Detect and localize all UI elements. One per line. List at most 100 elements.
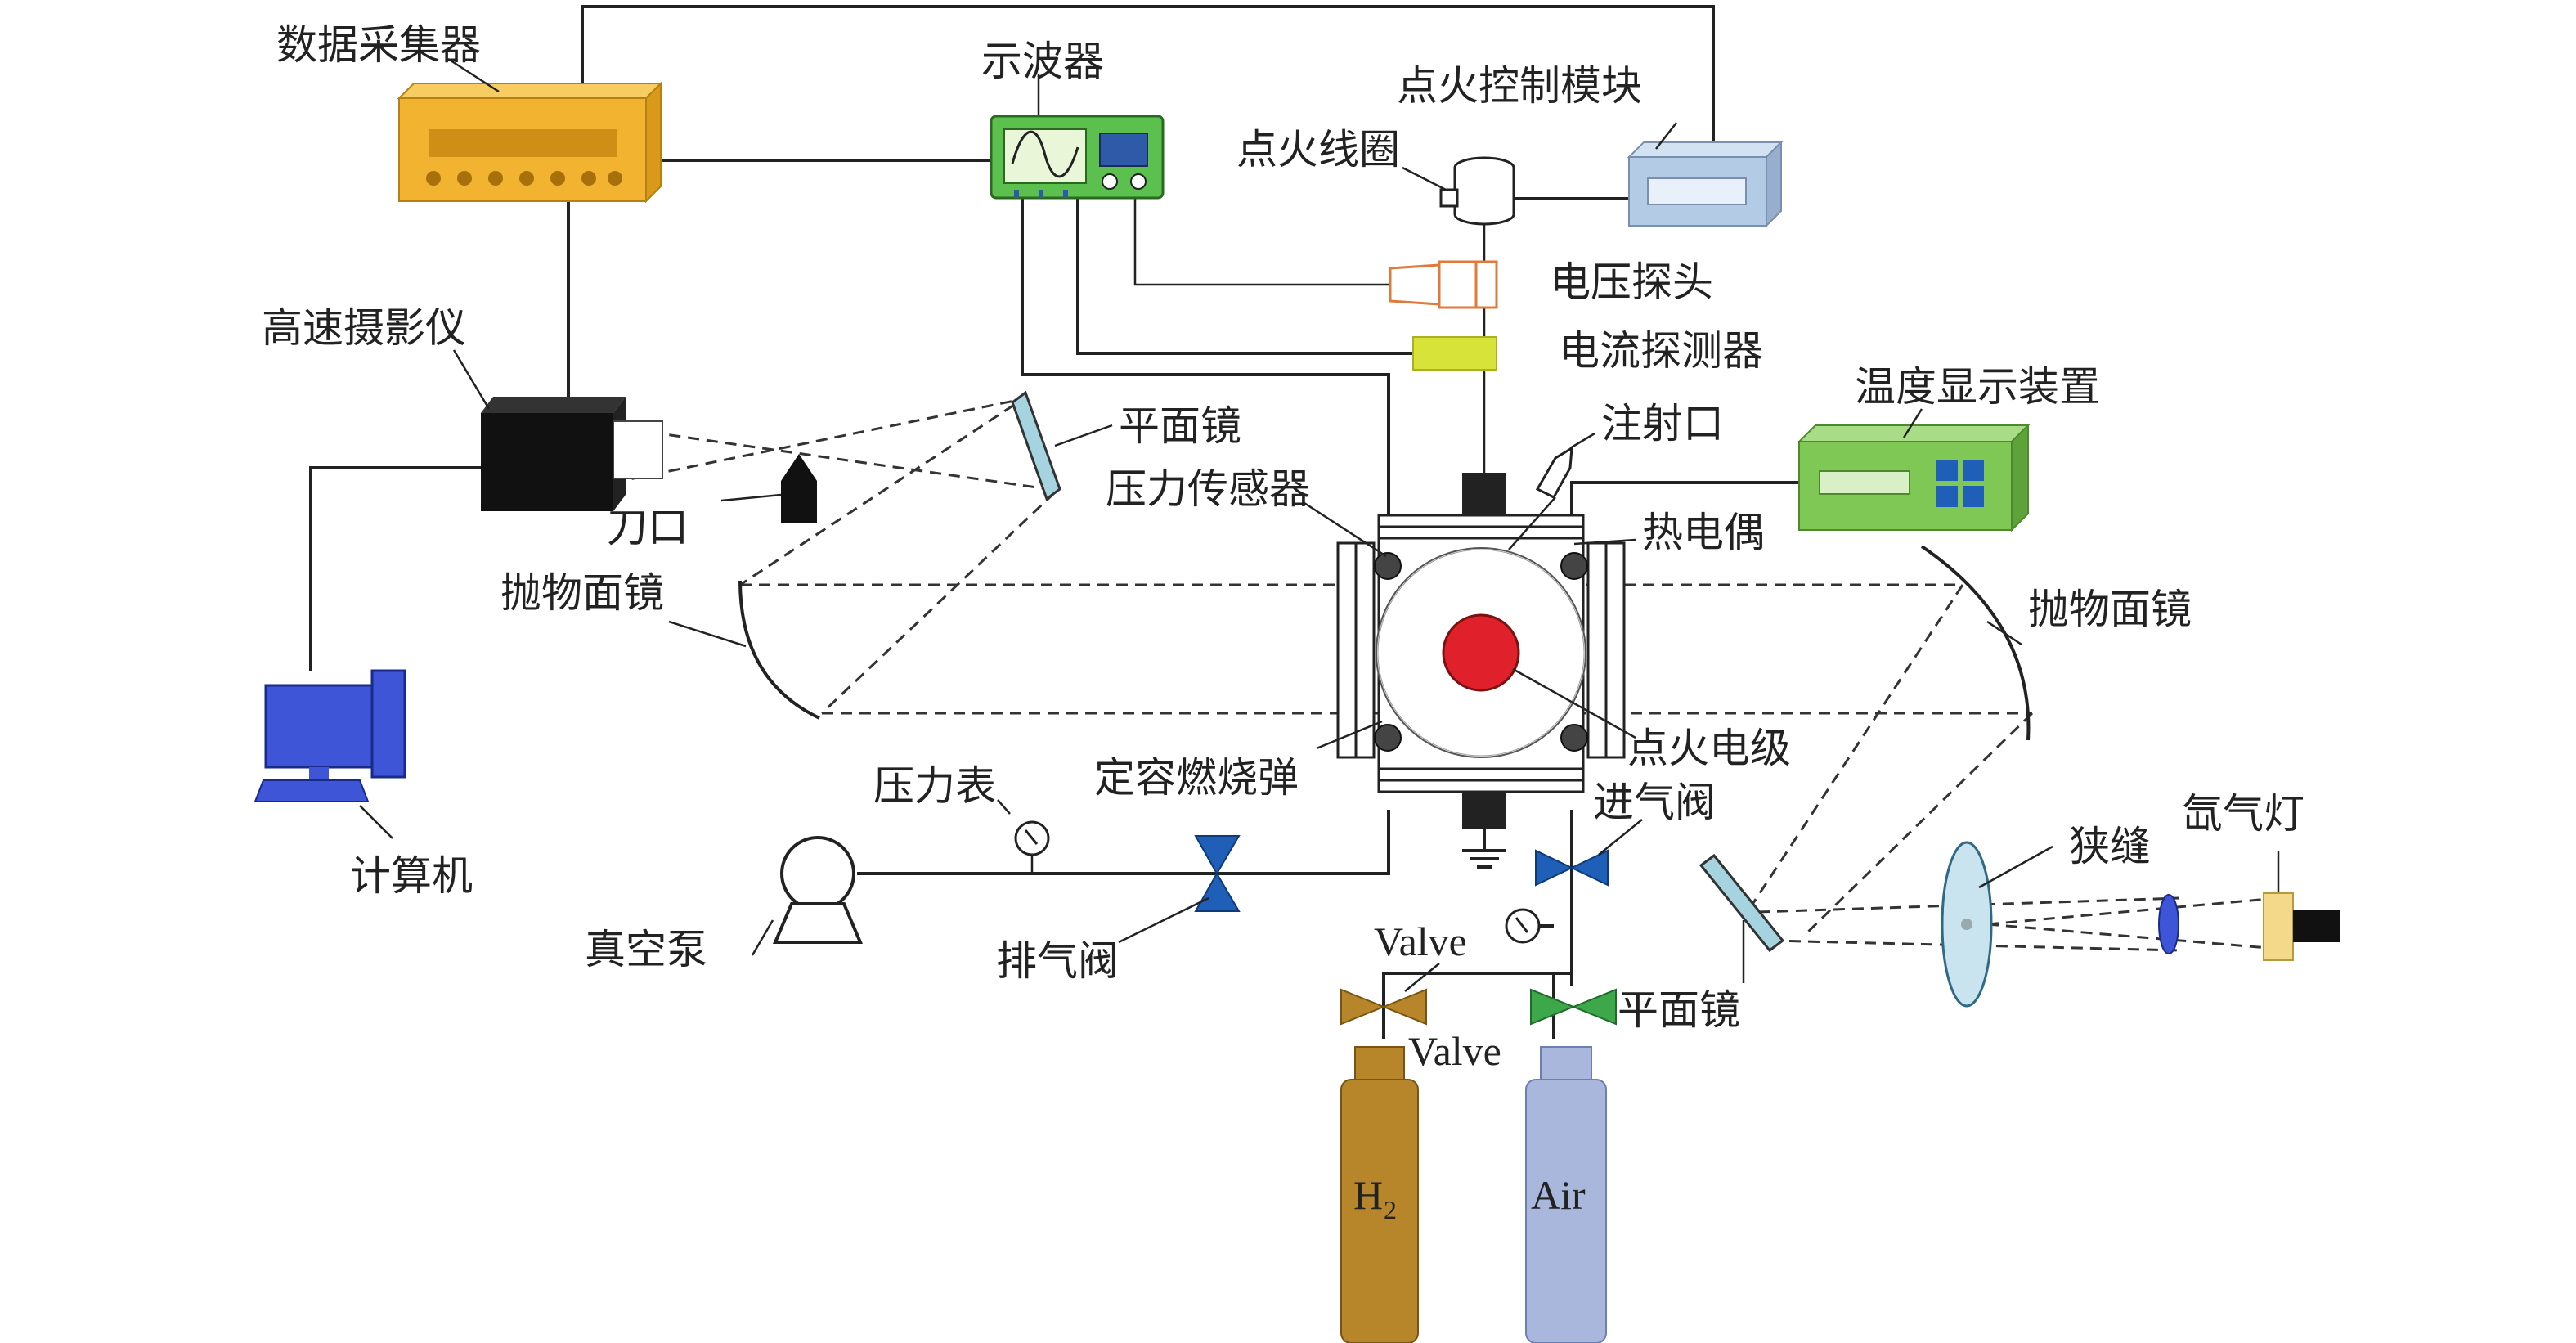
plane-mirror-top: 平面镜 <box>1011 390 1241 501</box>
slit-leader <box>1978 845 2053 889</box>
camera-to-computer-wire <box>309 466 481 671</box>
thermocouple-leader <box>1573 538 1636 546</box>
lamp-icon: 氙气灯 <box>2182 790 2340 961</box>
label-h2-cylinder: H <box>1353 1172 1383 1218</box>
beam-right-bottom <box>1802 712 2034 938</box>
air-valve: Valve <box>1408 988 1617 1074</box>
mirror-top-leader <box>1054 424 1113 447</box>
current-probe: 电流探测器 <box>1412 327 1763 375</box>
temperature-display: 温度显示装置 <box>1797 363 2100 532</box>
inlet-leader <box>1598 819 1643 856</box>
label-oscilloscope: 示波器 <box>981 38 1104 85</box>
beam-upper <box>613 425 1043 490</box>
label-valve-upper: Valve <box>1374 919 1467 964</box>
lens-icon: 狭缝 <box>1941 823 2151 1008</box>
label-vacuum-pump: 真空泵 <box>585 926 707 973</box>
exhaust-leader <box>1118 896 1209 944</box>
label-ignition-electrode: 点火电级 <box>1627 725 1791 772</box>
inlet-gauge <box>1505 908 1541 944</box>
beam-mirror-up <box>739 403 1015 586</box>
gauge-leader <box>997 799 1011 815</box>
computer-leader <box>359 805 393 839</box>
parabolic-mirror-right: 抛物面镜 <box>1920 545 2192 741</box>
beam-right-top <box>1748 584 1964 909</box>
wiring <box>309 5 1799 1039</box>
parabolic-mirror-left: 抛物面镜 <box>500 569 820 720</box>
coil-leader <box>1402 166 1447 191</box>
label-parabolic-mirror-left: 抛物面镜 <box>500 569 664 617</box>
label-h2-subscript: 2 <box>1384 1195 1397 1224</box>
scope-to-voltage-probe-wire <box>1133 196 1390 286</box>
beam-lower <box>613 398 1023 484</box>
pump-icon: 真空泵 <box>585 836 864 973</box>
collimating-lens <box>2158 894 2179 954</box>
label-xenon-lamp: 氙气灯 <box>2182 790 2304 838</box>
label-thermocouple: 热电偶 <box>1642 509 1765 556</box>
ignition-coil: 点火线圈 <box>1236 126 1515 226</box>
label-constant-volume-bomb: 定容燃烧弹 <box>1094 754 1299 802</box>
label-valve-lower: Valve <box>1408 1028 1501 1074</box>
camera-icon: 高速摄影仪 <box>262 304 663 511</box>
beam-lamp-top <box>1986 896 2278 926</box>
label-computer: 计算机 <box>350 852 473 900</box>
control-leader <box>1655 122 1677 150</box>
voltage-probe: 电压探头 <box>1389 258 1713 309</box>
injection-port <box>1535 446 1573 499</box>
beam-slit-bottom <box>1770 939 2180 952</box>
knife-leader <box>720 493 782 502</box>
gauge-icon: 压力表 <box>873 762 1050 856</box>
ignition-kernel <box>1442 613 1520 692</box>
label-air-cylinder: Air <box>1531 1172 1586 1218</box>
cylinder-icon: H 2 <box>1340 1046 1419 1343</box>
label-plane-mirror-bottom: 平面镜 <box>1618 986 1740 1034</box>
scope-to-current-probe-wire <box>1076 196 1413 355</box>
scope-to-chamber-wire <box>1021 196 1390 522</box>
pressure-sensor-leader <box>1304 501 1387 558</box>
valve-upper-leader <box>1404 963 1440 992</box>
inlet-valve: 进气阀 <box>1535 779 1716 887</box>
oscilloscope-icon: 示波器 <box>981 38 1165 200</box>
knife-edge: 刀口 <box>607 454 817 551</box>
label-data-acquisition: 数据采集器 <box>276 21 481 69</box>
label-parabolic-mirror-right: 抛物面镜 <box>2028 586 2192 633</box>
label-knife-edge: 刀口 <box>607 504 689 551</box>
temp-leader <box>1902 408 1923 438</box>
label-exhaust-valve: 排气阀 <box>996 937 1119 985</box>
label-injection-port: 注射口 <box>1601 400 1724 447</box>
temp-to-thermocouple-wire <box>1570 481 1799 523</box>
beam-lamp-bottom <box>1986 923 2278 950</box>
label-plane-mirror-top: 平面镜 <box>1119 402 1241 450</box>
pump-leader <box>751 919 774 956</box>
vacuum-line <box>857 810 1390 875</box>
label-pressure-gauge: 压力表 <box>873 762 996 810</box>
label-high-speed-camera: 高速摄影仪 <box>262 304 466 352</box>
thermocouple-probe <box>1508 496 1556 550</box>
plane-mirror-bottom: 平面镜 <box>1618 853 1785 1034</box>
daq-leader <box>447 57 500 93</box>
computer-icon: 计算机 <box>254 669 473 900</box>
chamber-leader <box>1316 720 1383 750</box>
data-acquisition-unit: 数据采集器 <box>276 21 663 204</box>
label-ignition-control: 点火控制模块 <box>1397 62 1642 110</box>
camera-leader <box>452 349 491 410</box>
valve-icon: 排气阀 <box>996 835 1241 985</box>
constant-volume-chamber <box>1304 432 1636 869</box>
daq-to-control-wire <box>581 5 1715 157</box>
beam-mirror-down <box>820 491 1057 715</box>
h2-feed-line <box>1382 972 1572 1039</box>
label-temperature-display: 温度显示装置 <box>1855 363 2100 411</box>
label-slit: 狭缝 <box>2069 823 2151 870</box>
electrode-leader <box>1512 667 1636 739</box>
parabolic-right-leader <box>1986 620 2022 646</box>
label-current-probe: 电流探测器 <box>1559 327 1763 375</box>
h2-valve: Valve <box>1340 919 1467 1026</box>
parabolic-left-leader <box>668 620 747 648</box>
air-cylinder: Air <box>1525 1046 1607 1343</box>
label-pressure-sensor: 压力传感器 <box>1106 465 1310 513</box>
label-inlet-valve: 进气阀 <box>1593 779 1716 826</box>
label-ignition-coil: 点火线圈 <box>1236 126 1400 173</box>
ignition-control-module: 点火控制模块 <box>1397 62 1784 228</box>
injection-leader <box>1569 432 1595 450</box>
